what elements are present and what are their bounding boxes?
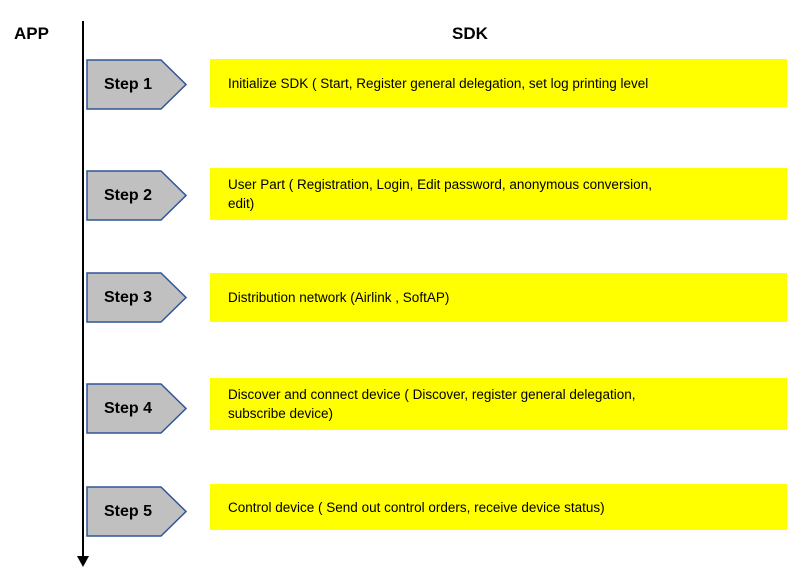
step-1-description-box: Initialize SDK ( Start, Register general… (210, 59, 787, 107)
step-4-chevron: Step 4 (86, 383, 188, 434)
step-label: Step 5 (103, 503, 152, 520)
step-2-chevron: Step 2 (86, 170, 188, 221)
step-5-chevron: Step 5 (86, 486, 188, 537)
step-label: Step 2 (103, 187, 152, 204)
app-column-label: APP (14, 24, 49, 43)
step-description: Discover and connect device ( Discover, … (228, 387, 636, 421)
step-3-chevron: Step 3 (86, 272, 188, 323)
step-label: Step 1 (103, 76, 152, 93)
step-description: Control device ( Send out control orders… (228, 499, 605, 515)
chevron-arrow-icon (86, 170, 188, 221)
arrow-down-icon (77, 556, 89, 567)
step-1-chevron: Step 1 (86, 59, 188, 110)
step-label: Step 3 (103, 289, 152, 306)
step-5-description-box: Control device ( Send out control orders… (210, 484, 787, 530)
app-timeline-line (82, 21, 84, 557)
step-3-description-box: Distribution network (Airlink , SoftAP) (210, 273, 787, 322)
step-4-description-box: Discover and connect device ( Discover, … (210, 378, 787, 430)
chevron-arrow-icon (86, 59, 188, 110)
chevron-arrow-icon (86, 272, 188, 323)
step-description: Distribution network (Airlink , SoftAP) (228, 290, 450, 305)
step-description: Initialize SDK ( Start, Register general… (228, 75, 649, 91)
chevron-arrow-icon (86, 486, 188, 537)
step-2-description-box: User Part ( Registration, Login, Edit pa… (210, 168, 787, 220)
chevron-arrow-icon (86, 383, 188, 434)
step-label: Step 4 (103, 400, 152, 417)
step-description: User Part ( Registration, Login, Edit pa… (228, 177, 652, 211)
sdk-column-label: SDK (452, 24, 488, 43)
